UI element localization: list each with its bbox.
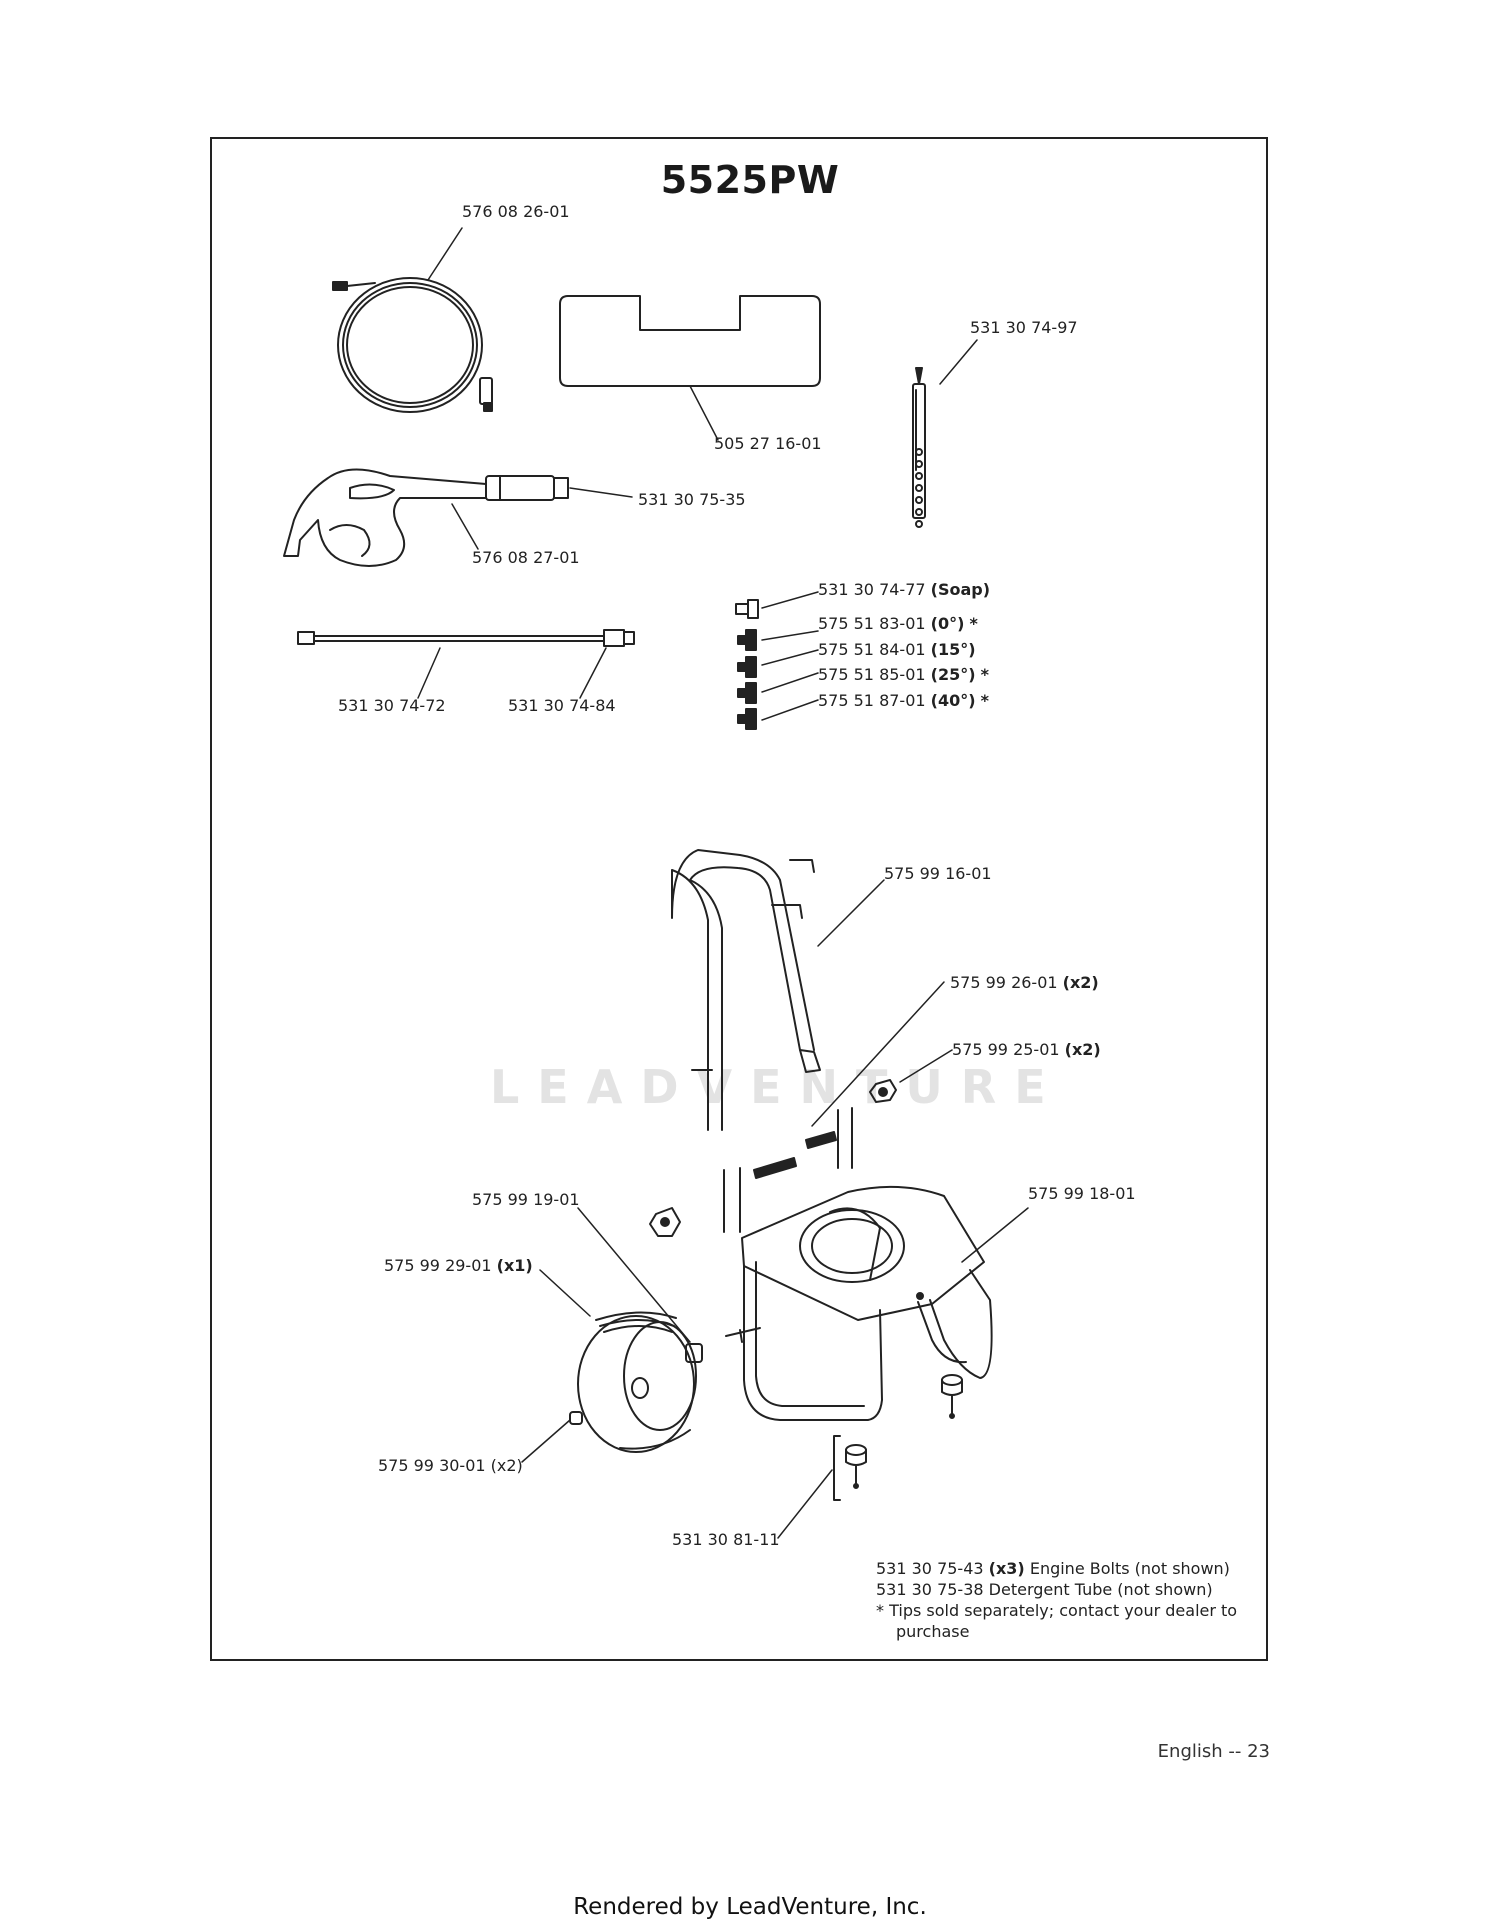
knobs-icon	[649, 1079, 897, 1237]
label-gun-tip: 531 30 75-35	[638, 490, 746, 509]
wand-icon	[297, 629, 635, 647]
label-tip-25: 575 51 85-01 (25°) *	[818, 665, 989, 684]
note-engine-bolts: 531 30 75-43 (x3) Engine Bolts (not show…	[876, 1558, 1286, 1579]
label-tip-40: 575 51 87-01 (40°) *	[818, 691, 989, 710]
cart-frame-icon	[723, 1107, 993, 1421]
tip-40-asterisk: *	[980, 691, 990, 710]
label-wand-left: 531 30 74-72	[338, 696, 446, 715]
label-wheel: 575 99 29-01 (x1)	[384, 1256, 533, 1275]
label-bolt: 575 99 26-01 (x2)	[950, 973, 1099, 992]
tip-0-asterisk: *	[969, 614, 978, 633]
spray-gun-icon	[283, 468, 569, 567]
note-engine-bolts-part: 531 30 75-43	[876, 1559, 984, 1578]
tip-40-part: 575 51 87-01	[818, 691, 926, 710]
tip-15-part: 575 51 84-01	[818, 640, 926, 659]
knob-qty: (x2)	[1064, 1040, 1101, 1059]
bolts-icon	[753, 1131, 837, 1179]
label-spacer: 575 99 19-01	[472, 1190, 580, 1209]
tip-0-part: 575 51 83-01	[818, 614, 926, 633]
parts-notes: 531 30 75-43 (x3) Engine Bolts (not show…	[876, 1558, 1286, 1642]
diagram-title: 5525PW	[660, 158, 840, 202]
leader-lines	[417, 227, 1029, 1539]
label-hose: 576 08 26-01	[462, 202, 570, 221]
note-tips-sold-separately: * Tips sold separately; contact your dea…	[876, 1601, 1238, 1641]
label-frame: 575 99 18-01	[1028, 1184, 1136, 1203]
label-tip-15: 575 51 84-01 (15°)	[818, 640, 976, 659]
label-tip-soap: 531 30 74-77 (Soap)	[818, 580, 990, 599]
page-footer: English -- 23	[1157, 1741, 1270, 1762]
label-foot: 531 30 81-11	[672, 1530, 780, 1549]
hose-coil-icon	[332, 277, 493, 413]
diagram-frame	[210, 137, 1268, 1661]
label-handle: 575 99 16-01	[884, 864, 992, 883]
watermark-text: LEADVENTURE	[490, 1060, 1064, 1114]
note-detergent-tube: 531 30 75-38 Detergent Tube (not shown)	[876, 1579, 1286, 1600]
label-knob: 575 99 25-01 (x2)	[952, 1040, 1101, 1059]
wheel-qty: (x1)	[496, 1256, 533, 1275]
soap-tube-icon	[912, 367, 926, 528]
label-wand-right: 531 30 74-84	[508, 696, 616, 715]
bolt-qty: (x2)	[1062, 973, 1099, 992]
handle-frame-icon	[671, 849, 821, 1131]
label-manual-pouch: 505 27 16-01	[714, 434, 822, 453]
label-gun: 576 08 27-01	[472, 548, 580, 567]
tip-25-part: 575 51 85-01	[818, 665, 926, 684]
hub-cap-icon	[569, 1411, 583, 1425]
label-hub-cap: 575 99 30-01 (x2)	[378, 1456, 523, 1475]
manual-pouch-icon	[559, 295, 821, 387]
tip-soap-note: (Soap)	[930, 580, 991, 599]
label-soap-tube: 531 30 74-97	[970, 318, 1078, 337]
tip-0-note: (0°)	[930, 614, 965, 633]
rendered-by-credit: Rendered by LeadVenture, Inc.	[573, 1894, 927, 1920]
rubber-feet-icon	[833, 1374, 963, 1501]
bolt-part: 575 99 26-01	[950, 973, 1058, 992]
knob-part: 575 99 25-01	[952, 1040, 1060, 1059]
wheel-part: 575 99 29-01	[384, 1256, 492, 1275]
note-detergent-tube-desc: Detergent Tube (not shown)	[988, 1580, 1213, 1599]
note-engine-bolts-desc: Engine Bolts (not shown)	[1029, 1559, 1230, 1578]
tip-40-note: (40°)	[930, 691, 976, 710]
label-tip-0: 575 51 83-01 (0°) *	[818, 614, 978, 633]
tip-soap-part: 531 30 74-77	[818, 580, 926, 599]
tip-25-asterisk: *	[980, 665, 990, 684]
tip-25-note: (25°)	[930, 665, 976, 684]
nozzle-tips-icon	[735, 599, 759, 730]
note-engine-bolts-qty: (x3)	[988, 1559, 1025, 1578]
wheel-icon	[577, 1311, 697, 1453]
note-detergent-tube-part: 531 30 75-38	[876, 1580, 984, 1599]
tip-15-note: (15°)	[930, 640, 976, 659]
